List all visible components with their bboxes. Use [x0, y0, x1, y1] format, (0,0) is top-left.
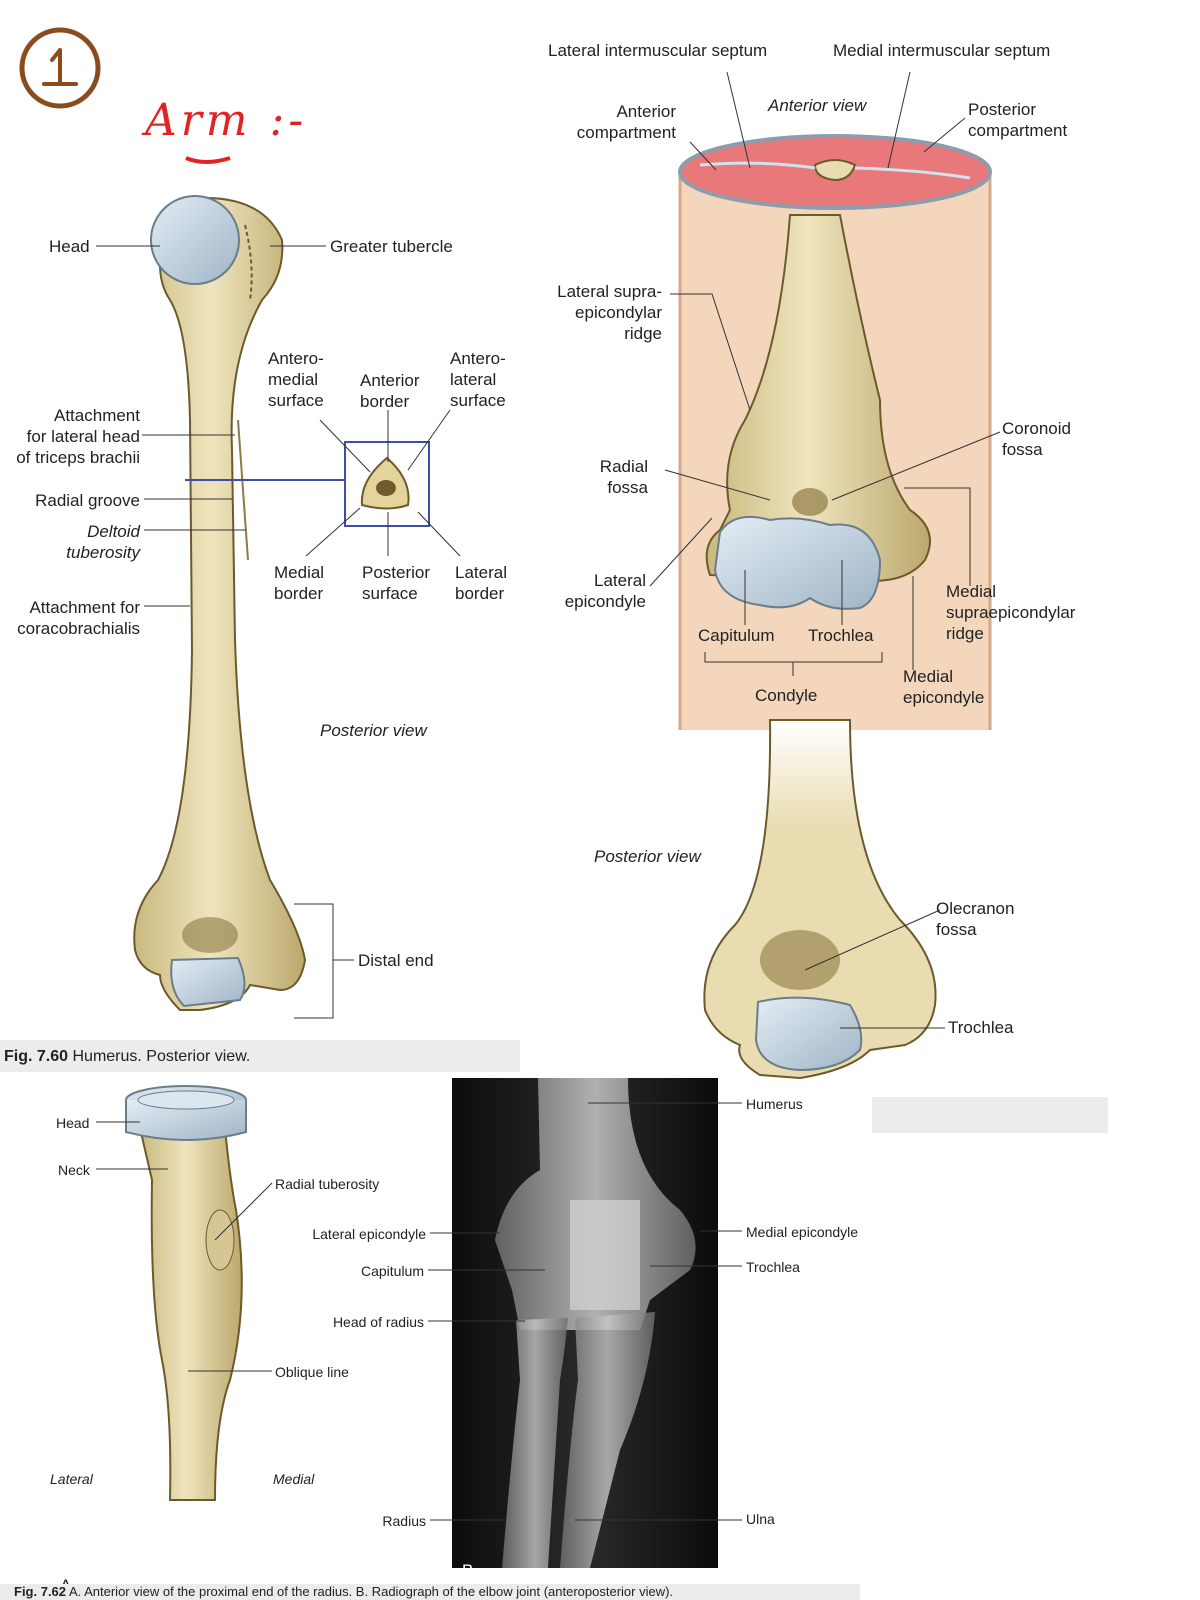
leader-lines-fig760	[96, 245, 461, 1019]
label-lateral-supraepicondylar-ridge: Lateral supra- epicondylar ridge	[557, 282, 662, 343]
label-posterior-surface: Posterior surface	[362, 563, 431, 603]
label-anterior-compartment: Anterior compartment	[576, 102, 676, 142]
label-radius-neck: Neck	[58, 1162, 90, 1178]
grey-box	[872, 1097, 1108, 1133]
leader-lines-radiograph	[428, 1102, 742, 1521]
label-distal-end: Distal end	[358, 951, 434, 970]
leader-lines-radius	[96, 1121, 273, 1372]
label-radial-groove: Radial groove	[35, 491, 140, 510]
label-radius-head: Head	[56, 1115, 90, 1131]
fig762-caption: Fig. 7.62 A. Anterior view of the proxim…	[14, 1584, 673, 1599]
label-anteromedial-surface: Antero- medial surface	[268, 349, 324, 410]
label-oblique-line: Oblique line	[275, 1364, 349, 1380]
label-radial-tuberosity: Radial tuberosity	[275, 1176, 380, 1192]
label-medial: Medial	[273, 1471, 315, 1487]
label-lateral-intermuscular-septum: Lateral intermuscular septum	[548, 41, 768, 60]
panel-b-label: B	[462, 1561, 474, 1580]
label-posterior-view: Posterior view	[320, 721, 427, 740]
label-triceps-attachment: Attachment for lateral head of triceps b…	[16, 406, 140, 467]
label-coracobrachialis-attachment: Attachment for coracobrachialis	[17, 598, 140, 638]
label-condyle: Condyle	[755, 686, 818, 705]
label-deltoid-tuberosity: Deltoid tuberosity	[66, 522, 140, 562]
radius-anterior-illustration	[125, 1085, 247, 1501]
label-xray-trochlea: Trochlea	[746, 1259, 800, 1275]
label-xray-capitulum: Capitulum	[360, 1263, 424, 1279]
distal-humerus-anterior-illustration	[678, 134, 992, 730]
label-medial-intermuscular-septum: Medial intermuscular septum	[833, 41, 1051, 60]
label-olecranon-fossa: Olecranon fossa	[936, 899, 1015, 939]
fig760-caption-number: Fig. 7.60	[4, 1048, 69, 1065]
label-posterior-compartment: Posterior compartment	[968, 100, 1068, 140]
fig760-caption: Fig. 7.60 Humerus. Posterior view.	[4, 1048, 250, 1066]
label-trochlea: Trochlea	[808, 626, 874, 645]
label-xray-lateral-epicondyle: Lateral epicondyle	[312, 1226, 426, 1242]
label-medial-supraepicondylar-ridge: Medial supraepicondylar ridge	[946, 582, 1076, 643]
fig760-caption-bar	[0, 1040, 520, 1072]
label-medial-epicondyle: Medial epicondyle	[903, 667, 985, 707]
label-lateral: Lateral	[50, 1471, 93, 1487]
label-xray-medial-epicondyle: Medial epicondyle	[746, 1224, 859, 1240]
label-medial-border: Medial border	[274, 563, 325, 603]
label-coronoid-fossa: Coronoid fossa	[1002, 419, 1071, 459]
label-head: Head	[49, 237, 90, 256]
label-radial-fossa: Radial fossa	[599, 457, 648, 497]
label-posterior-view-distal: Posterior view	[594, 847, 701, 866]
label-anterior-border: Anterior border	[360, 371, 420, 411]
label-lateral-border: Lateral border	[455, 563, 507, 603]
leader-lines-distal-anterior	[649, 71, 1001, 676]
label-greater-tubercle: Greater tubercle	[330, 237, 453, 256]
label-anterior-view: Anterior view	[768, 96, 867, 115]
label-xray-humerus: Humerus	[746, 1096, 803, 1112]
handwritten-title: Arm :-	[145, 95, 308, 146]
fig762-caption-bar	[0, 1584, 860, 1600]
label-trochlea-posterior: Trochlea	[948, 1018, 1014, 1037]
label-lateral-epicondyle: Lateral epicondyle	[564, 571, 646, 611]
label-xray-radius: Radius	[382, 1513, 426, 1529]
elbow-radiograph	[452, 1078, 718, 1568]
handwritten-circle-number	[19, 27, 101, 109]
fig760-caption-text: Humerus. Posterior view.	[72, 1048, 251, 1065]
label-capitulum: Capitulum	[698, 626, 775, 645]
distal-humerus-posterior-illustration	[703, 719, 937, 1080]
handwritten-underline	[185, 156, 231, 164]
humerus-posterior-illustration	[133, 195, 307, 1011]
label-xray-ulna: Ulna	[746, 1511, 775, 1527]
fig762-caption-text: A. Anterior view of the proximal end of …	[68, 1584, 674, 1599]
label-anterolateral-surface: Antero- lateral surface	[450, 349, 506, 410]
fig762-caption-number: Fig. 7.62	[14, 1584, 67, 1599]
humerus-cross-section	[185, 441, 430, 527]
leader-lines-distal-posterior	[804, 909, 945, 1029]
label-xray-head-of-radius: Head of radius	[332, 1314, 424, 1330]
